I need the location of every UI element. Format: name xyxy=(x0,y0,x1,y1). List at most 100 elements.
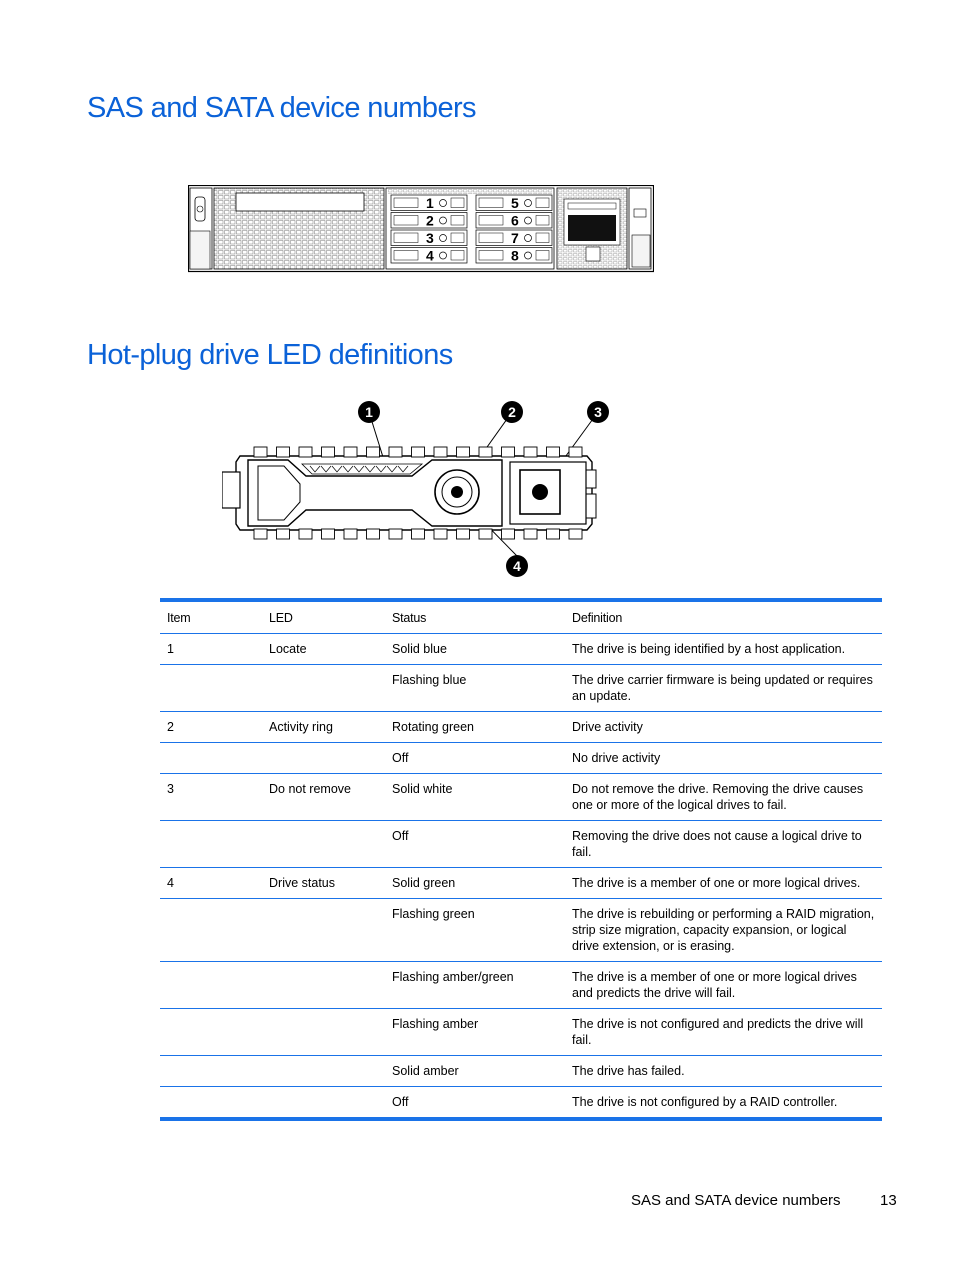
carrier-tab xyxy=(501,446,515,458)
section-heading-device-numbers: SAS and SATA device numbers xyxy=(87,92,477,124)
cell-status: Flashing blue xyxy=(385,664,565,712)
cell-item xyxy=(160,1055,262,1087)
cell-definition: The drive is being identified by a host … xyxy=(565,633,882,665)
bay-number-label: 7 xyxy=(511,230,519,246)
carrier-tab xyxy=(298,528,313,540)
carrier-tab xyxy=(343,528,358,540)
carrier-tab xyxy=(433,446,448,458)
carrier-tab xyxy=(546,528,560,540)
carrier-tab xyxy=(276,446,290,458)
bezel-chevron xyxy=(397,465,409,473)
cell-led xyxy=(262,898,385,962)
carrier-tab xyxy=(523,446,538,458)
bay-number-label: 4 xyxy=(426,248,434,264)
cell-status: Off xyxy=(385,820,565,868)
cell-status: Off xyxy=(392,1095,409,1109)
bezel-chevron xyxy=(320,465,332,473)
cell-led: Activity ring xyxy=(262,711,385,743)
carrier-tab xyxy=(433,528,448,540)
cell-item xyxy=(160,1087,262,1120)
svg-text:2: 2 xyxy=(508,404,516,420)
carrier-tab xyxy=(478,528,493,540)
cell-definition: Drive activity xyxy=(565,711,882,743)
bezel-chevron xyxy=(364,465,376,473)
cell-item: 3 xyxy=(160,773,262,821)
carrier-tab xyxy=(366,528,380,540)
carrier-tab xyxy=(388,446,403,458)
bay-number-label: 5 xyxy=(511,195,519,211)
carrier-tab xyxy=(253,446,268,458)
cell-item xyxy=(160,664,262,712)
carrier-tab xyxy=(546,446,560,458)
cell-definition: Do not remove the drive. Removing the dr… xyxy=(565,773,882,821)
cell-status: Solid blue xyxy=(385,633,565,665)
drive-bay-6: 6 xyxy=(475,212,553,229)
cell-led xyxy=(262,742,385,774)
cell-item xyxy=(160,820,262,868)
carrier-tab xyxy=(523,528,538,540)
carrier-tab xyxy=(321,528,335,540)
cell-item: 1 xyxy=(160,633,262,665)
drive-bay-3: 3 xyxy=(390,229,468,246)
drive-bay-5: 5 xyxy=(475,194,553,211)
cell-led xyxy=(262,1087,385,1120)
bay-number-label: 6 xyxy=(511,213,519,229)
bezel-chevron xyxy=(386,465,398,473)
footer-section-title: SAS and SATA device numbers xyxy=(631,1192,841,1209)
section-heading-led-definitions: Hot-plug drive LED definitions xyxy=(87,339,453,371)
cell-definition: No drive activity xyxy=(565,742,882,774)
cell-item: 2 xyxy=(160,711,262,743)
bay-number-label: 3 xyxy=(426,230,434,246)
cell-led: Do not remove xyxy=(262,773,385,821)
table-header-row: Item LED Status Definition xyxy=(160,600,882,634)
carrier-tab xyxy=(388,528,403,540)
carrier-tab xyxy=(253,528,268,540)
carrier-tab xyxy=(568,446,583,458)
cell-definition: The drive is not configured and predicts… xyxy=(565,1008,882,1056)
cell-status: Solid white xyxy=(385,773,565,821)
carrier-tab xyxy=(276,528,290,540)
callout-4: 4 xyxy=(506,555,528,577)
cell-status: Off xyxy=(385,742,565,774)
cell-definition: The drive is a member of one or more log… xyxy=(565,867,882,899)
cell-status: Flashing amber/green xyxy=(385,961,565,1009)
page-number: 13 xyxy=(880,1192,897,1209)
carrier-tab xyxy=(411,446,425,458)
cell-definition: Removing the drive does not cause a logi… xyxy=(565,820,882,868)
bezel-chevron xyxy=(331,465,343,473)
callout-3: 3 xyxy=(587,401,609,423)
cell-status: Solid green xyxy=(385,867,565,899)
svg-text:3: 3 xyxy=(594,404,602,420)
cell-item xyxy=(160,742,262,774)
cell-status: Rotating green xyxy=(385,711,565,743)
callout-2: 2 xyxy=(501,401,523,423)
cell-item: 4 xyxy=(160,867,262,899)
drive-bay-7: 7 xyxy=(475,229,553,246)
header-led: LED xyxy=(262,600,385,634)
drive-bay-4: 4 xyxy=(390,247,468,264)
header-definition: Definition xyxy=(565,600,882,634)
cell-led xyxy=(262,664,385,712)
cell-status: Solid amber xyxy=(385,1055,565,1087)
carrier-tab xyxy=(321,446,335,458)
drive-bay-8: 8 xyxy=(475,247,553,264)
header-status: Status xyxy=(385,600,565,634)
carrier-tab xyxy=(501,528,515,540)
cell-item xyxy=(160,961,262,1009)
callout-1: 1 xyxy=(358,401,380,423)
cell-status: Flashing amber xyxy=(385,1008,565,1056)
carrier-tab xyxy=(298,446,313,458)
drive-bay-2: 2 xyxy=(390,212,468,229)
cell-item xyxy=(160,1008,262,1056)
bay-number-label: 8 xyxy=(511,248,519,264)
